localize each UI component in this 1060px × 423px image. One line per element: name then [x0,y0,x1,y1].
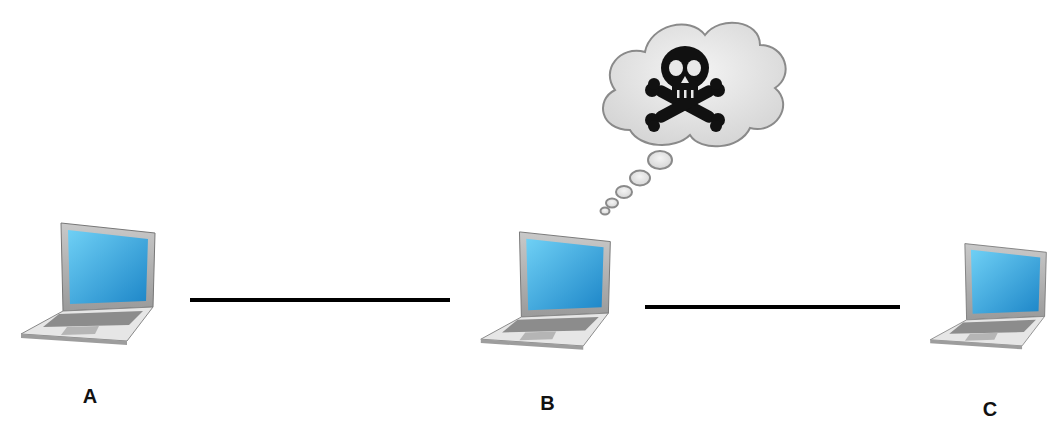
network-link [190,300,450,301]
network-link [645,307,900,308]
skull-symbol [645,46,725,132]
laptop-icon [925,228,1055,358]
laptop-icon [475,222,620,352]
laptop-node: B [475,222,620,415]
laptop-node: C [925,228,1055,421]
node-label: B [540,392,554,415]
laptop-node: A [15,215,165,408]
node-label: A [83,385,97,408]
node-label: C [983,398,997,421]
laptop-icon [15,215,165,345]
